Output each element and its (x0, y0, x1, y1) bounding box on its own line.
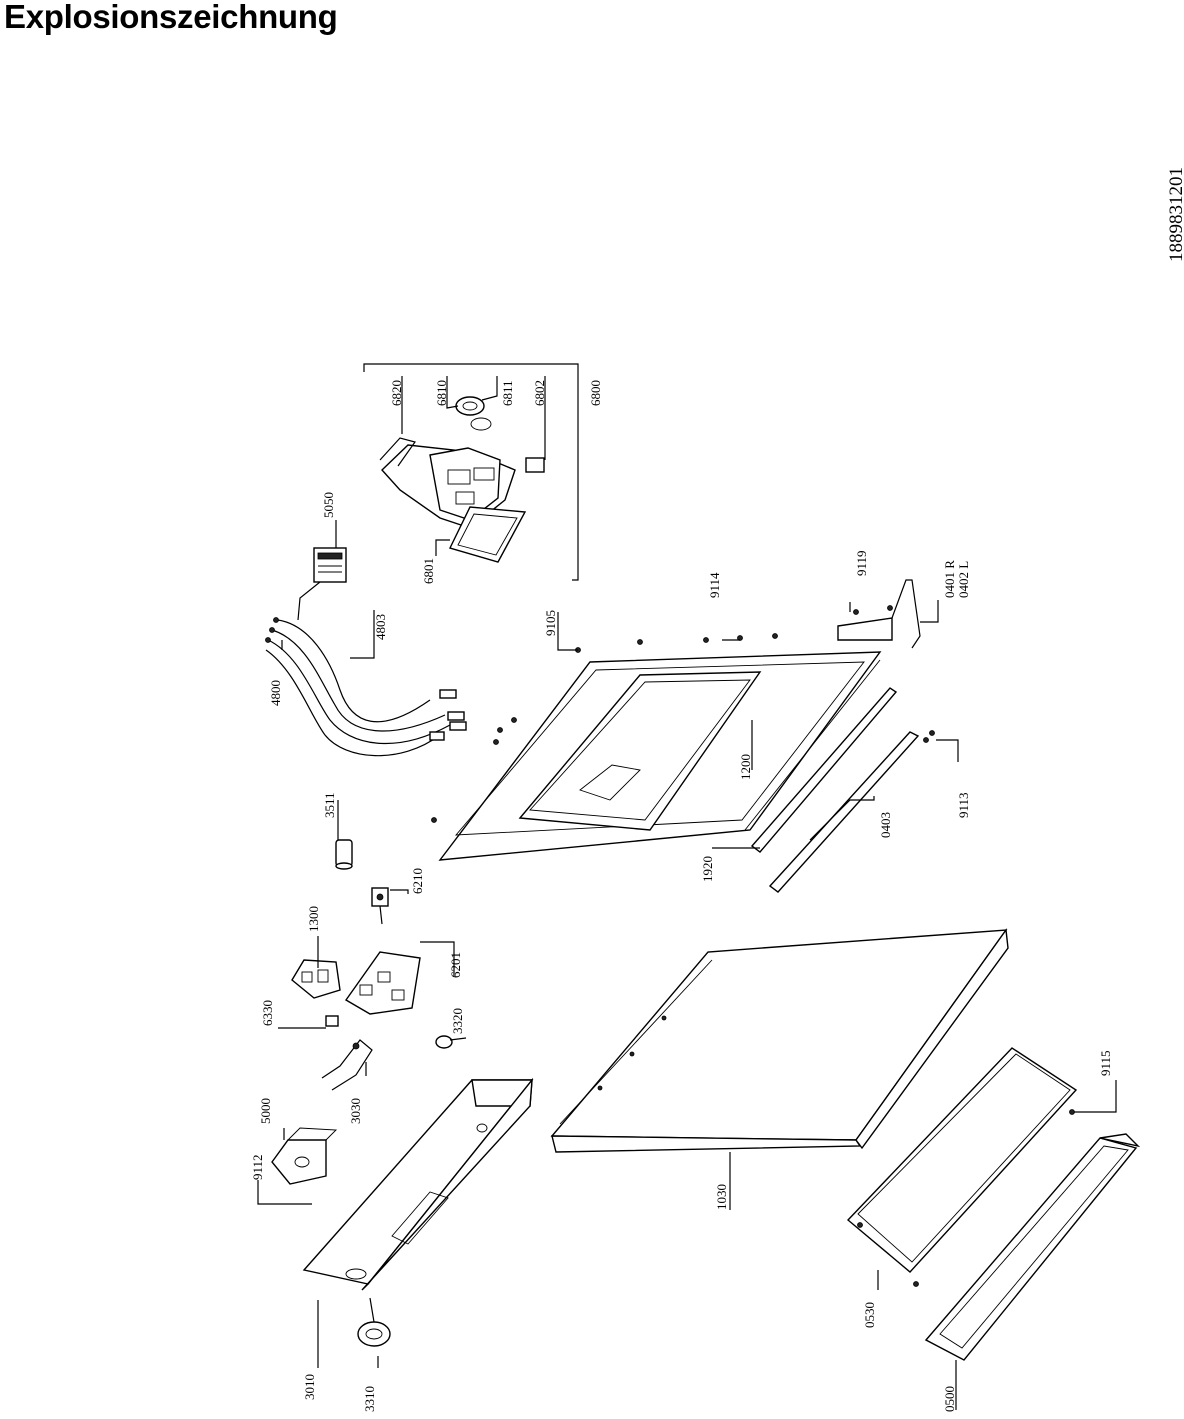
document-number: 1889831201 (1166, 167, 1184, 262)
label-0530: 0530 (862, 1302, 877, 1328)
knob-part (357, 1297, 391, 1347)
seal-strips-part (750, 687, 920, 893)
control-module-part (297, 547, 347, 621)
page-title: Explosionszeichnung (4, 0, 338, 35)
part-labels: 6820 6810 6811 6802 6800 5050 6801 9114 … (250, 380, 1113, 1412)
label-6210: 6210 (410, 868, 425, 894)
outer-door-panel-part (550, 928, 1009, 1153)
label-6811: 6811 (500, 380, 515, 406)
round-cap-part (435, 1035, 453, 1049)
label-6820: 6820 (389, 380, 404, 406)
lock-mechanism-part (291, 951, 421, 1027)
label-6801: 6801 (421, 558, 436, 584)
label-1030: 1030 (714, 1184, 729, 1210)
label-5000: 5000 (258, 1098, 273, 1124)
label-6810: 6810 (434, 380, 449, 406)
lever-part (321, 1039, 373, 1091)
label-1300: 1300 (306, 906, 321, 932)
label-6800: 6800 (588, 380, 603, 406)
label-0401-r: 0401 R (942, 560, 957, 598)
label-0500: 0500 (942, 1386, 957, 1412)
control-panel-part (302, 1077, 534, 1291)
label-9115: 9115 (1098, 1050, 1113, 1076)
dispenser-assembly-part (379, 396, 545, 563)
label-5050: 5050 (321, 492, 336, 518)
plinth-part (846, 1047, 1078, 1287)
label-1920: 1920 (700, 856, 715, 882)
label-0402-l: 0402 L (956, 561, 971, 598)
cylinder-part (335, 839, 353, 870)
base-cover-part (924, 1133, 1141, 1361)
label-6802: 6802 (532, 380, 547, 406)
label-9112: 9112 (250, 1154, 265, 1180)
label-3010: 3010 (302, 1374, 317, 1400)
label-0403: 0403 (878, 812, 893, 838)
label-9113: 9113 (956, 792, 971, 818)
label-9119: 9119 (854, 550, 869, 576)
label-3030: 3030 (348, 1098, 363, 1124)
label-3511: 3511 (322, 792, 337, 818)
valve-part (371, 887, 389, 925)
label-3310: 3310 (362, 1386, 377, 1412)
label-4800: 4800 (268, 680, 283, 706)
inner-door-frame-part (438, 651, 882, 861)
label-6201: 6201 (448, 952, 463, 978)
cable-harness-part (265, 617, 467, 757)
label-4803: 4803 (373, 614, 388, 640)
label-3320: 3320 (450, 1008, 465, 1034)
label-9105: 9105 (543, 610, 558, 636)
hinge-part (837, 579, 921, 649)
label-1200: 1200 (738, 754, 753, 780)
label-9114: 9114 (707, 572, 722, 598)
box-part (271, 1127, 338, 1185)
leader-lines (257, 363, 1117, 1410)
label-6330: 6330 (260, 1000, 275, 1026)
